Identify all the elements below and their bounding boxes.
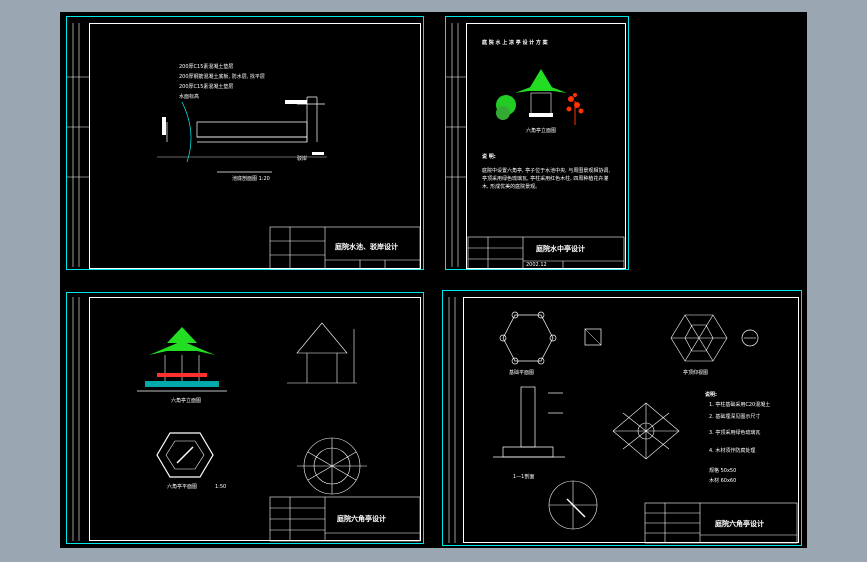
notes-heading: 说明:	[705, 392, 717, 398]
front-elevation-caption: 六角亭立面图	[171, 398, 202, 404]
drawing-sheet-hexagon-pavilion[interactable]: 六角亭立面图 六角亭平面图 1:50	[66, 292, 424, 544]
plan-scale: 1:50	[215, 484, 227, 490]
note-line-2: 200厚钢筋混凝土底板, 防水层, 找平层	[179, 74, 265, 80]
ceiling-plan-caption: 亭顶仰视图	[683, 370, 709, 376]
pavilion-front-elevation	[137, 327, 227, 392]
note-2: 2. 基础埋深见图示尺寸	[709, 414, 761, 420]
mark-revetment: 驳岸	[297, 156, 308, 162]
plan-caption: 六角亭平面图	[167, 484, 198, 490]
circular-plan	[548, 480, 598, 530]
roof-plan	[297, 437, 367, 495]
sheet-title: 庭院六角亭设计	[337, 515, 386, 523]
pavilion-section	[287, 322, 357, 384]
foundation-section	[493, 386, 565, 458]
sheet-title: 庭院水中亭设计	[536, 245, 585, 253]
sheet-frame	[89, 297, 421, 541]
drawing-date: 2002.12	[526, 262, 547, 268]
column-detail	[584, 328, 602, 346]
note-5: 规格 50x50	[709, 468, 737, 474]
drawing-sheet-pool[interactable]: 200厚C15素混凝土垫层 200厚钢筋混凝土底板, 防水层, 找平层 200厚…	[66, 16, 424, 270]
base-plan-caption: 基础平面图	[509, 370, 535, 376]
sheet-frame	[466, 23, 626, 269]
mark-water-level: 水面标高	[179, 94, 200, 100]
title-block	[644, 502, 798, 544]
note-1: 1. 亭柱基础采用C20混凝土	[709, 402, 771, 408]
binding-strip	[72, 297, 80, 541]
mark-section-caption: 池底剖面图 1:20	[232, 176, 270, 182]
sheet-title: 庭院水池、驳岸设计	[335, 243, 398, 251]
pavilion-illustration	[496, 69, 584, 125]
binding-strip	[67, 23, 89, 267]
binding-strip	[446, 23, 466, 267]
pool-section-drawing	[157, 96, 327, 173]
sheet-frame	[463, 297, 799, 543]
drawing-sheet-pavilion-details[interactable]: 基础平面图 亭顶仰视图 1	[442, 290, 802, 546]
title-block	[467, 236, 625, 270]
drawing-canvas[interactable]: 200厚C15素混凝土垫层 200厚钢筋混凝土底板, 防水层, 找平层 200厚…	[60, 12, 807, 548]
description-heading: 说 明:	[482, 154, 496, 160]
sheet-title: 庭院六角亭设计	[715, 520, 764, 528]
note-4: 4. 木材须作防腐处理	[709, 448, 756, 454]
note-3: 3. 亭顶采用绿色琉璃瓦	[709, 430, 761, 436]
note-6: 木材 60x60	[709, 478, 737, 484]
drawing-sheet-water-pavilion[interactable]: 庭 院 水 上 凉 亭 设 计 方 案 六角亭立面图 说 明: 庭院中设置六角亭…	[445, 16, 629, 270]
elevation-caption: 六角亭立面图	[526, 128, 557, 134]
note-line-3: 200厚C15素混凝土垫层	[179, 84, 234, 90]
binding-strip	[448, 297, 456, 543]
ceiling-plan	[670, 314, 728, 362]
title-block	[269, 226, 421, 270]
title-block	[269, 496, 421, 542]
joint-detail	[741, 329, 759, 347]
hexagon-plan	[156, 432, 214, 478]
section-caption: 1—1剖面	[513, 474, 535, 480]
sheet-frame	[89, 23, 421, 269]
description-text: 庭院中设置六角亭, 亭子位于水池中央, 与周围景观相协调, 亭顶采用绿色琉璃瓦,…	[482, 168, 610, 190]
note-line-1: 200厚C15素混凝土垫层	[179, 64, 234, 70]
base-plan	[499, 311, 557, 365]
proposal-heading: 庭 院 水 上 凉 亭 设 计 方 案	[482, 40, 548, 46]
roof-framing-plan	[612, 402, 680, 460]
